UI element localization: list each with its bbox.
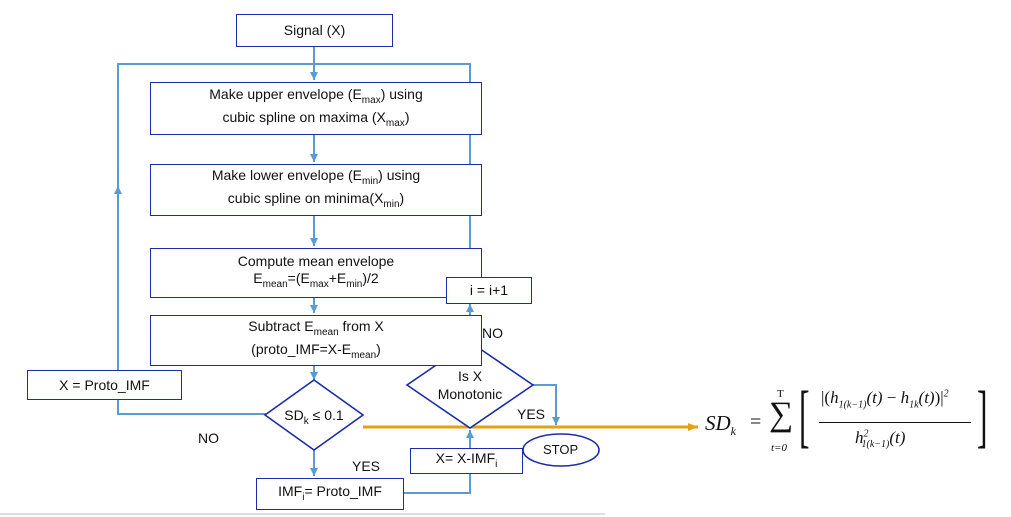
increment-label: i = i+1	[469, 282, 509, 298]
sd-check-diamond	[263, 379, 365, 451]
subtract-box: Subtract Emean from X (proto_IMF=X-Emean…	[150, 315, 482, 366]
label-no-left: NO	[198, 430, 219, 446]
sd-formula: SDk = T ∑ t=0 [ ] |(h1(k−1)(t) − h1k(t))…	[705, 382, 995, 467]
formula-sum-sign: ∑	[769, 396, 794, 433]
formula-equals: =	[750, 411, 762, 433]
lower-envelope-line1: Make lower envelope (Emin) using	[211, 167, 421, 187]
label-no-right: NO	[482, 325, 503, 341]
stop-terminal	[522, 433, 600, 467]
subtract-line1: Subtract Emean from X	[248, 317, 384, 338]
stop-label: STOP	[543, 442, 579, 457]
loop-sd-no-left	[117, 400, 266, 415]
upper-envelope-box: Make upper envelope (Emax) using cubic s…	[150, 82, 482, 135]
formula-fraction-bar	[819, 422, 971, 423]
arrow-monotonic-to-stop	[532, 384, 560, 425]
lower-envelope-line2: cubic spline on minima(Xmin)	[227, 190, 405, 210]
formula-lhs: SDk	[705, 411, 736, 439]
lower-envelope-box: Make lower envelope (Emin) using cubic s…	[150, 164, 482, 216]
proto-imf-label: X = Proto_IMF	[59, 376, 150, 393]
proto-imf-box: X = Proto_IMF	[27, 370, 182, 400]
monotonic-label: Is X Monotonic	[420, 367, 520, 403]
formula-sum-upper: T	[777, 388, 784, 400]
formula-right-bracket: ]	[977, 378, 988, 455]
loop-imf-to-right	[404, 474, 471, 494]
mean-envelope-line1: Compute mean envelope	[237, 253, 395, 270]
upper-envelope-line1: Make upper envelope (Emax) using	[209, 85, 423, 106]
mean-envelope-line2: Emean=(Emax+Emin)/2	[253, 270, 379, 290]
monotonic-line1: Is X	[457, 368, 483, 384]
label-yes-right: YES	[517, 406, 546, 422]
formula-left-bracket: [	[799, 378, 810, 455]
upper-envelope-line2: cubic spline on maxima (Xmax)	[222, 108, 410, 129]
formula-denominator: h21(k−1)(t)	[855, 428, 906, 451]
imf-label: IMFi= Proto_IMF	[278, 482, 382, 503]
signal-box: Signal (X)	[236, 14, 393, 47]
sd-check-label: SDk ≤ 0.1	[284, 407, 344, 427]
label-yes-bottom: YES	[352, 458, 381, 474]
monotonic-line2: Monotonic	[437, 386, 503, 402]
formula-numerator: |(h1(k−1)(t) − h1k(t))|2	[821, 388, 949, 411]
mean-envelope-box: Compute mean envelope Emean=(Emax+Emin)/…	[150, 248, 482, 298]
x-update-box: X= X-IMFi	[410, 448, 523, 474]
x-update-label: X= X-IMFi	[435, 449, 498, 470]
formula-sum-lower: t=0	[771, 442, 787, 454]
subtract-line2: (proto_IMF=X-Emean)	[251, 340, 381, 361]
signal-label: Signal (X)	[283, 22, 346, 38]
imf-box: IMFi= Proto_IMF	[256, 478, 404, 510]
increment-box: i = i+1	[446, 277, 532, 304]
